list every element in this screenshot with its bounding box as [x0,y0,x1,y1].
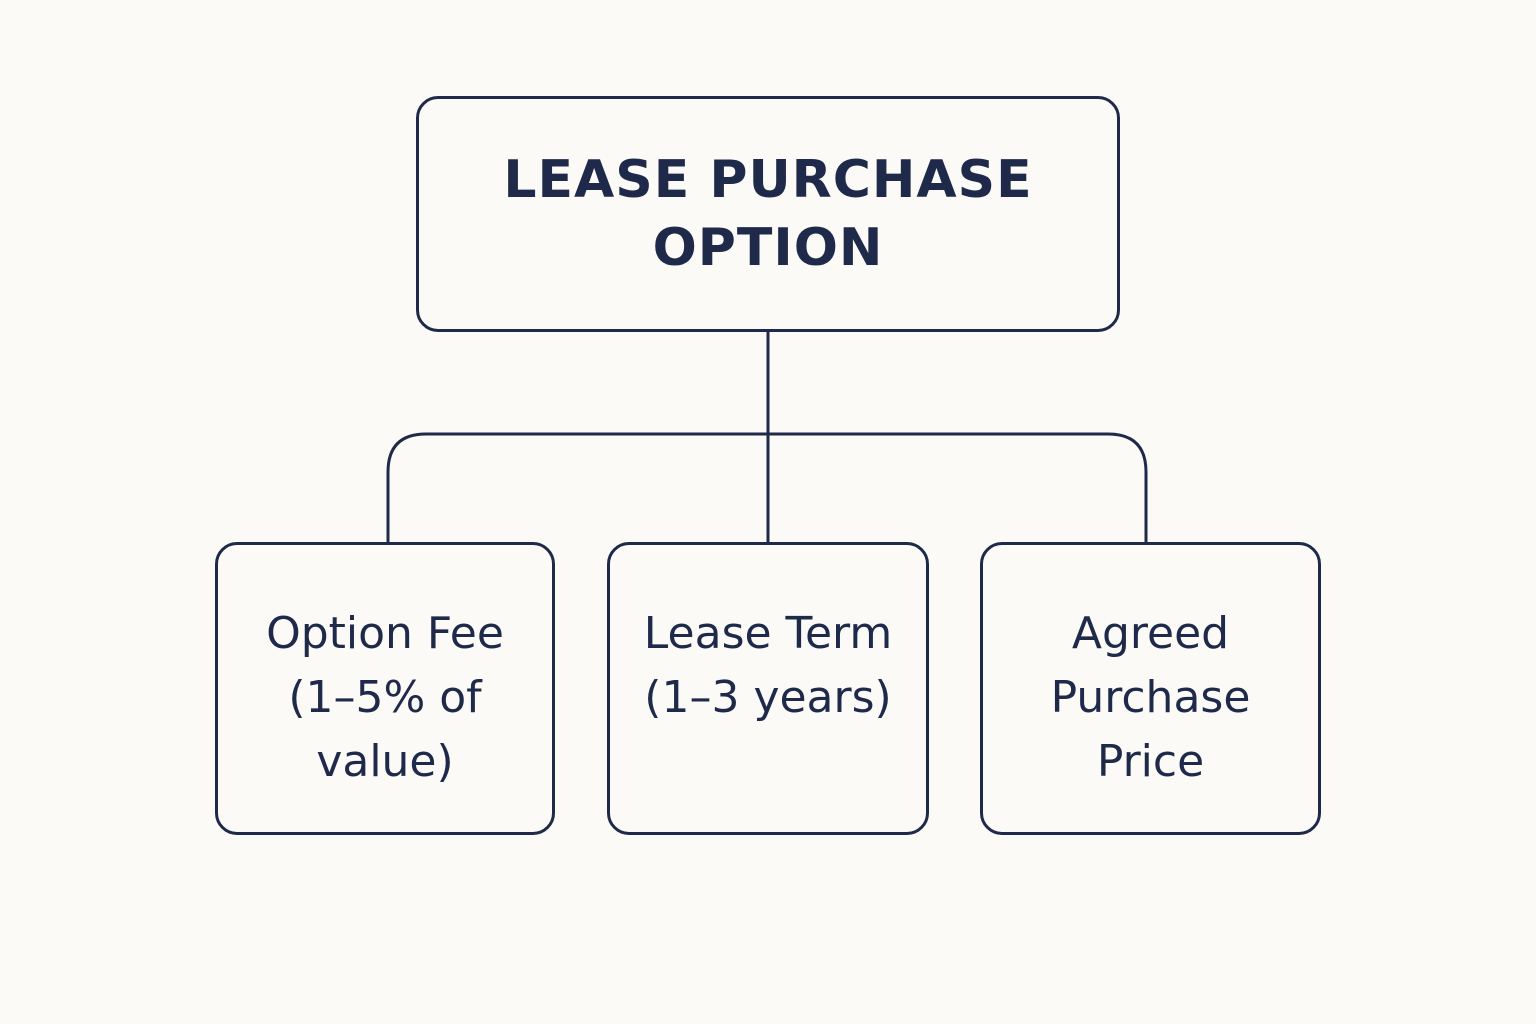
lease-term-box: Lease Term (1–3 years) [607,542,929,835]
purchase-price-line-3: Price [1096,736,1205,787]
option-fee-line-3: value) [316,736,454,787]
root-box-lease-purchase-option: LEASE PURCHASE OPTION [416,96,1120,332]
root-title-line-2: OPTION [652,218,884,278]
option-fee-box: Option Fee (1–5% of value) [215,542,555,835]
root-title-line-1: LEASE PURCHASE [503,150,1033,210]
option-fee-line-2: (1–5% of [288,672,482,723]
purchase-price-line-1: Agreed [1071,608,1230,659]
agreed-purchase-price-box: Agreed Purchase Price [980,542,1321,835]
purchase-price-line-2: Purchase [1050,672,1251,723]
option-fee-line-1: Option Fee [266,608,504,659]
lease-term-line-2: (1–3 years) [644,672,892,723]
lease-term-line-1: Lease Term [643,608,893,659]
branch-connector [386,432,1148,544]
